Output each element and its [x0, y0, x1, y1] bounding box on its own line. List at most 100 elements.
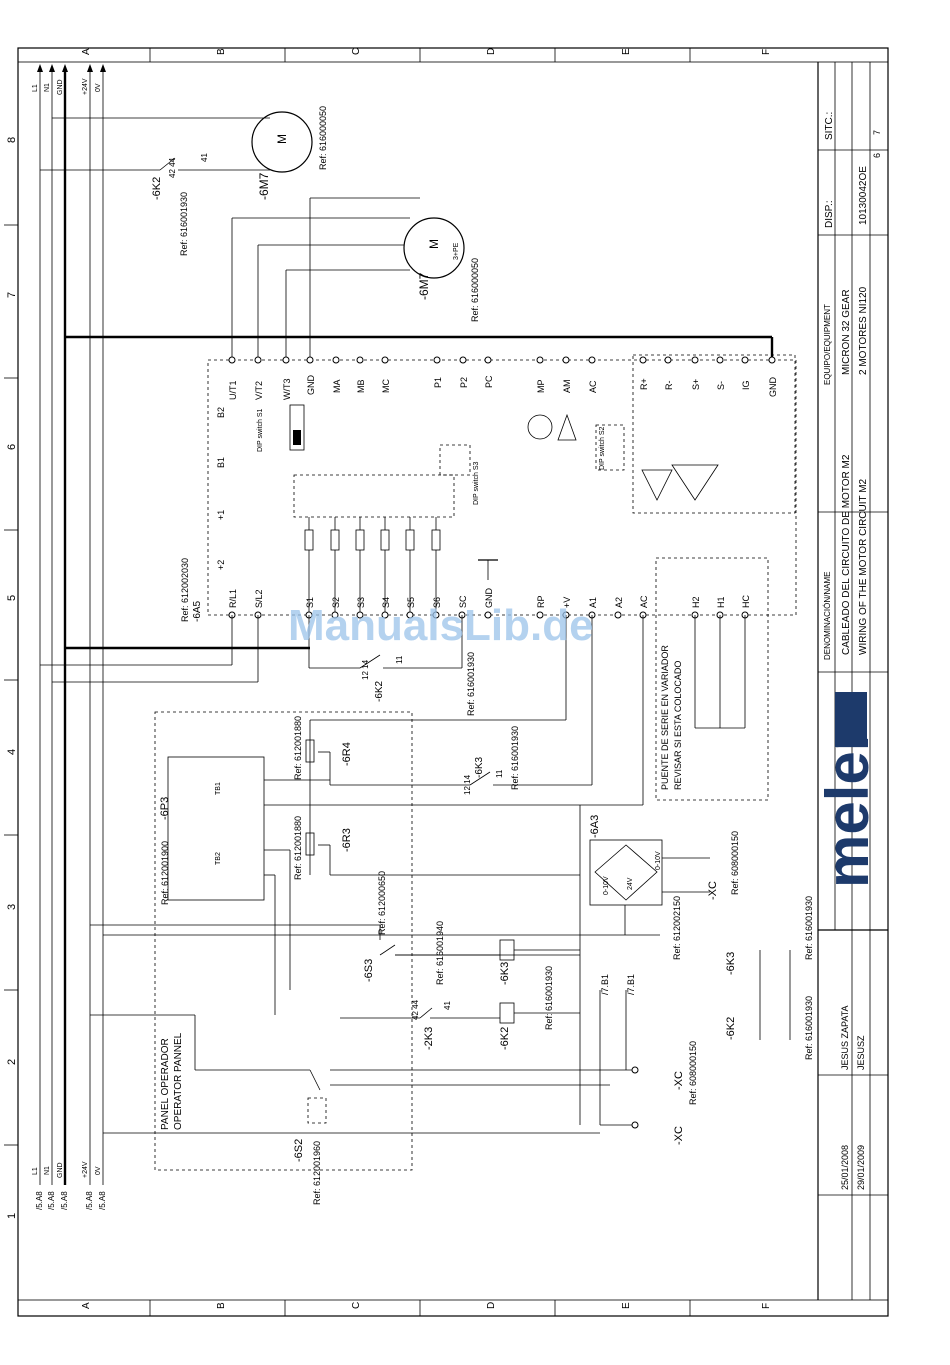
svg-text:24V: 24V [627, 877, 634, 890]
svg-text:MA: MA [332, 380, 342, 394]
row-number: 2 [6, 1059, 18, 1065]
svg-text:Ref: 612000650: Ref: 612000650 [377, 871, 387, 935]
svg-text:N1: N1 [44, 83, 51, 92]
svg-text:MB: MB [356, 380, 366, 394]
display-6p3 [167, 756, 265, 901]
connector-xc-top-ref: Ref: 608000150 [730, 831, 740, 895]
motor-m7-circuit: M -6M7 Ref: 616000050 -6K2 Ref: 61600193… [40, 106, 328, 256]
denom-line2: WIRING OF THE MOTOR CIRCUIT M2 [858, 478, 869, 655]
svg-text:0V: 0V [95, 1166, 102, 1175]
svg-text:U/T1: U/T1 [228, 380, 238, 400]
drive-tag: -6A5 [192, 600, 203, 622]
svg-text:HC: HC [741, 595, 751, 608]
svg-text:DIP switch S3: DIP switch S3 [473, 461, 480, 505]
svg-text:GND: GND [768, 377, 778, 398]
date-drawn: 25/01/2008 [840, 1145, 850, 1190]
modified-by: JESUSZ [856, 1035, 866, 1070]
drawn-by: JESUS ZAPATA [840, 1005, 850, 1070]
bus-ref: /5.A8 [60, 1191, 69, 1210]
svg-text:S4: S4 [381, 597, 391, 608]
svg-text:S6: S6 [432, 597, 442, 608]
input-resistors [304, 517, 441, 615]
motor-m2-symbol [403, 217, 465, 279]
svg-text:42 44: 42 44 [168, 157, 177, 178]
svg-text:12 14: 12 14 [361, 659, 370, 680]
col-letter: C [351, 1302, 362, 1309]
svg-text:-6S2: -6S2 [293, 1139, 305, 1162]
contact-table: -6K2 Ref: 616001930 -6K3 Ref: 616001930 [725, 896, 814, 1060]
col-letter: E [621, 48, 632, 55]
svg-text:DISP.:: DISP.: [824, 200, 835, 228]
svg-text:GND: GND [57, 79, 64, 95]
svg-text:+2: +2 [216, 560, 226, 570]
col-letter: F [761, 1303, 772, 1309]
inner-frame [17, 61, 889, 1301]
svg-text:MP: MP [536, 380, 546, 394]
relay-6k2-mid-tag: -6K2 [374, 680, 385, 702]
sheet-total: 7 [872, 130, 882, 135]
svg-text:B1: B1 [216, 457, 226, 468]
row-number: 6 [6, 444, 18, 450]
pot-circuit: -6R4 Ref: 612001880 -6R3 Ref: 612001880 … [293, 615, 644, 880]
denom-line1: CABLEADO DEL CIRCUITO DE MOTOR M2 [841, 454, 852, 655]
svg-text:0-10V: 0-10V [603, 876, 610, 895]
bus-ref: /5.A8 [47, 1191, 56, 1210]
col-letter: C [351, 48, 362, 55]
svg-text:H1: H1 [716, 596, 726, 608]
svg-text:RP: RP [536, 595, 546, 608]
svg-text:P1: P1 [433, 377, 443, 388]
svg-text:PC: PC [484, 375, 494, 388]
svg-text:-6S3: -6S3 [363, 959, 375, 982]
row-number: 1 [6, 1213, 18, 1219]
motor-m2-ref: Ref: 616000050 [470, 258, 480, 322]
svg-text:R/L1: R/L1 [228, 589, 238, 608]
date-modified: 29/01/2009 [856, 1145, 866, 1190]
svg-text:AC: AC [588, 380, 598, 393]
power-buses: L1 N1 GND +24V 0V /5.A8 /5.A8 /5.A8 /5.A… [32, 64, 107, 1210]
svg-text:MC: MC [381, 379, 391, 393]
svg-text:H2: H2 [691, 596, 701, 608]
drawing-code: 10130042OE [858, 166, 869, 225]
svg-text:R+: R+ [639, 378, 649, 390]
svg-text:41: 41 [200, 153, 209, 162]
converter-ref: Ref: 612002150 [672, 896, 682, 960]
pot-r4-ref: Ref: 612001880 [293, 716, 303, 780]
svg-text:S-: S- [716, 381, 726, 390]
operator-panel [154, 711, 413, 1171]
svg-text:SITC.:: SITC.: [824, 112, 835, 140]
svg-text:11: 11 [495, 769, 504, 778]
svg-text:41: 41 [443, 1001, 452, 1010]
coils: -6K3 Ref: 616001940 -6K2 Ref: 616001930 [395, 921, 580, 1050]
cross-ref: /7.B1 [626, 974, 636, 995]
col-letter: B [216, 48, 227, 55]
row-number: 5 [6, 595, 18, 601]
svg-text:GND: GND [57, 1162, 64, 1178]
svg-text:IG: IG [741, 380, 751, 390]
relay-6k3-ref: Ref: 616001930 [510, 726, 520, 790]
title-block: EQUIPO/EQUIPMENT MICRON 32 GEAR 2 MOTORE… [814, 62, 888, 1300]
row-number: 4 [6, 749, 18, 755]
note-line1: PUENTE DE SERIE EN VARIADOR [660, 645, 670, 790]
connector-xc-top-tag: -XC [707, 881, 719, 900]
svg-text:DIP switch S2: DIP switch S2 [599, 426, 606, 470]
svg-text:-6K2: -6K2 [725, 1017, 737, 1040]
svg-text:S1: S1 [305, 597, 315, 608]
bus-ref: /5.A8 [85, 1191, 94, 1210]
equipo-line2: 2 MOTORES NI120 [858, 286, 869, 375]
relay-6k2-ref: Ref: 616001930 [179, 192, 189, 256]
meler-mu-icon [835, 692, 867, 747]
bus-ref: /5.A8 [35, 1191, 44, 1210]
bus-ref: /5.A8 [98, 1191, 107, 1210]
note-line2: REVISAR SI ESTA COLOCADO [673, 661, 683, 790]
panel-line1: PANEL OPERADOR [160, 1038, 171, 1130]
svg-text:L1: L1 [32, 1167, 39, 1175]
svg-text:0V: 0V [95, 83, 102, 92]
svg-text:L1: L1 [32, 84, 39, 92]
drive-ref: Ref: 612002030 [180, 558, 190, 622]
row-number: 3 [6, 904, 18, 910]
svg-text:DENOMINACIÓN/NAME: DENOMINACIÓN/NAME [823, 572, 832, 660]
drive-side-labels: B2 B1 +1 +2 [216, 407, 226, 570]
switch-6s2: -6S2 Ref: 612001960 [90, 1014, 632, 1205]
input-contacts [293, 474, 455, 518]
converter-6a3 [589, 839, 663, 906]
